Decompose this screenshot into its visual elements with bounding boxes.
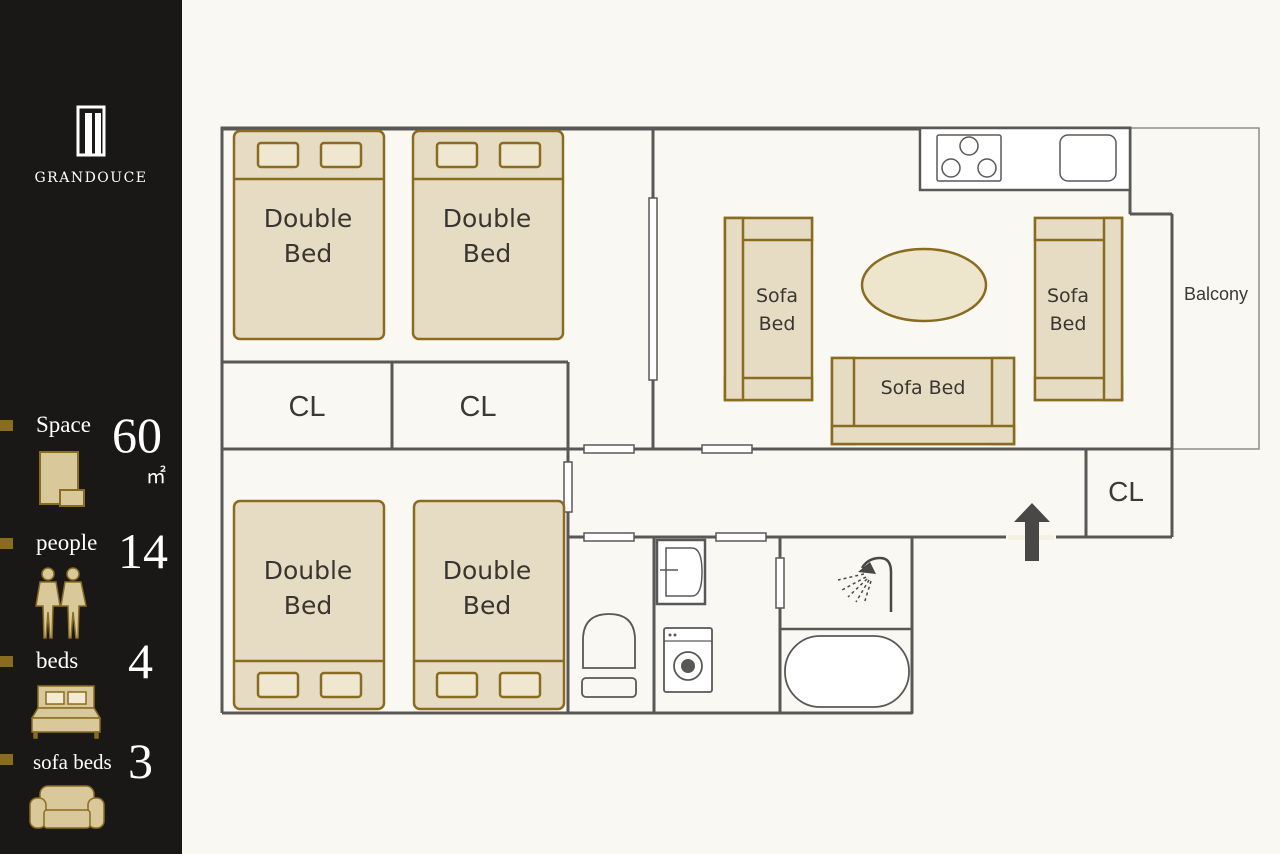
bed-label: Double <box>443 556 532 585</box>
stat-value-beds: 4 <box>128 633 153 689</box>
people-icon <box>35 567 87 639</box>
sofa-label: Sofa Bed <box>881 377 966 399</box>
sofa-label: Bed <box>1050 313 1087 335</box>
door <box>715 532 767 542</box>
balcony-label: Balcony <box>1184 284 1248 304</box>
sliding-door <box>648 197 658 381</box>
sidebar: GRANDOUCE Space 60 ㎡ people 14 beds 4 <box>0 0 182 854</box>
bed-label: Bed <box>284 591 332 620</box>
sink-icon <box>1059 134 1117 182</box>
bed-label: Bed <box>284 239 332 268</box>
stat-bullet <box>0 656 13 667</box>
stat-bullet <box>0 420 13 431</box>
stat-label-beds: beds <box>36 648 79 673</box>
toilet-icon <box>581 613 637 698</box>
kitchen-counter <box>918 126 1132 192</box>
entrance-arrow-icon <box>1008 503 1054 561</box>
stat-label-people: people <box>36 530 98 555</box>
sofa-bed: Sofa Bed <box>723 216 814 402</box>
stat-value-space: 60 <box>112 407 162 463</box>
washbasin-icon <box>655 538 707 606</box>
bed-label: Double <box>264 204 353 233</box>
sofa-bed: Sofa Bed <box>830 356 1016 446</box>
door <box>701 444 753 454</box>
double-bed: Double Bed <box>232 129 386 341</box>
stat-bullet <box>0 538 13 549</box>
washing-machine-icon <box>663 627 713 693</box>
sofa-label: Sofa <box>756 285 798 307</box>
stat-label-space: Space <box>36 412 91 437</box>
stat-unit-space: ㎡ <box>146 466 166 488</box>
door <box>563 461 573 513</box>
double-bed: Double Bed <box>411 129 565 341</box>
sofa-label: Sofa <box>1047 285 1089 307</box>
stat-label-sofa-beds: sofa beds <box>33 750 112 774</box>
sofa-icon <box>29 785 105 829</box>
stat-value-sofa-beds: 3 <box>128 733 153 789</box>
sofa-bed: Sofa Bed <box>1033 216 1124 402</box>
closet-label: CL <box>459 391 496 423</box>
door <box>775 557 785 609</box>
door <box>583 532 635 542</box>
bed-label: Double <box>443 204 532 233</box>
double-bed: Double Bed <box>232 499 386 711</box>
stat-bullet <box>0 754 13 765</box>
stove-icon <box>936 134 1002 182</box>
bathtub-icon <box>778 627 914 715</box>
bed-label: Double <box>264 556 353 585</box>
floor-plan-icon <box>39 451 85 507</box>
double-bed: Double Bed <box>412 499 566 711</box>
table <box>860 247 988 323</box>
grandouce-logo-icon <box>76 105 106 157</box>
bed-label: Bed <box>463 591 511 620</box>
brand-name: GRANDOUCE <box>34 170 148 186</box>
closet-label: CL <box>288 391 325 423</box>
sofa-label: Bed <box>759 313 796 335</box>
door <box>583 444 635 454</box>
closet-label: CL <box>1108 476 1144 507</box>
shower-icon <box>837 556 893 612</box>
bed-icon <box>30 685 102 739</box>
stat-value-people: 14 <box>118 523 168 579</box>
bed-label: Bed <box>463 239 511 268</box>
